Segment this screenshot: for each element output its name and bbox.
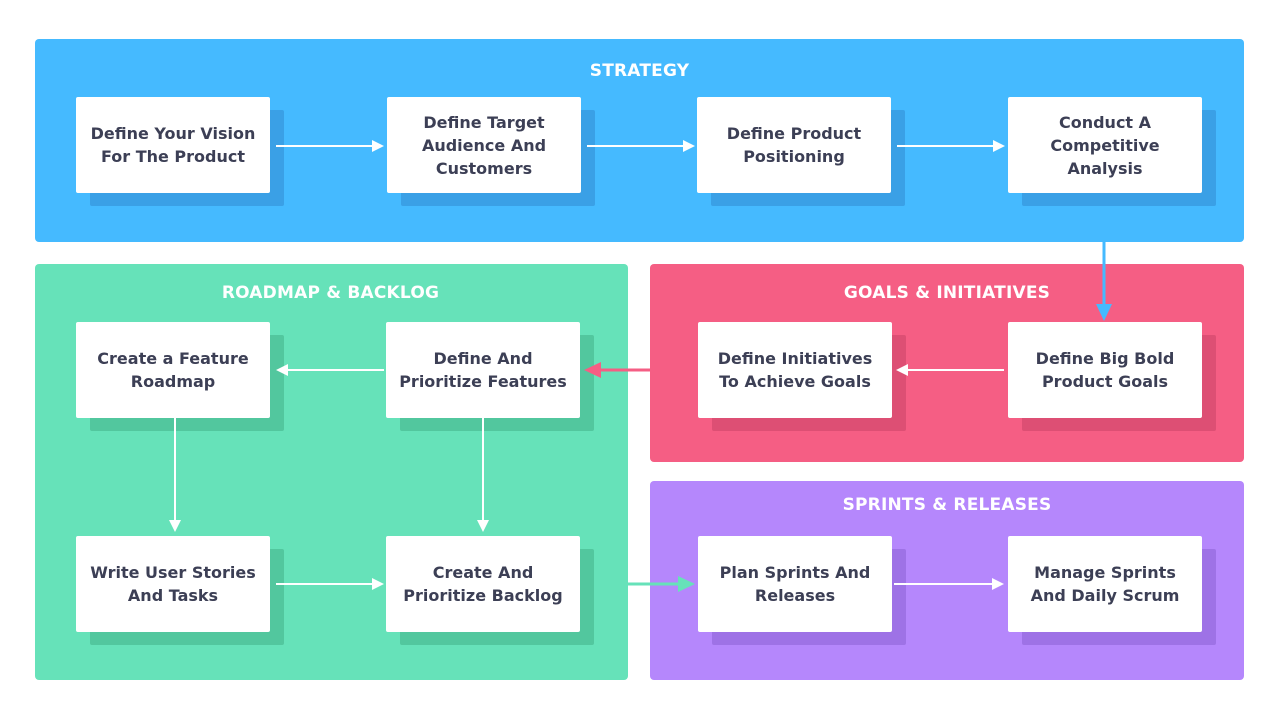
- arrowhead: [993, 140, 1005, 152]
- arrowhead: [372, 578, 384, 590]
- roadmap-backlog-title: ROADMAP & BACKLOG: [221, 283, 440, 303]
- arrowhead: [992, 578, 1004, 590]
- arrowhead: [896, 364, 908, 376]
- card-create-prioritize-backlog[interactable]: Create And Prioritize Backlog: [386, 536, 580, 632]
- card-define-vision[interactable]: Define Your Vision For The Product: [76, 97, 270, 193]
- strategy-arrows: [276, 140, 1005, 152]
- card-plan-sprints[interactable]: Plan Sprints And Releases: [698, 536, 892, 632]
- card-define-prioritize-features[interactable]: Define And Prioritize Features: [386, 322, 580, 418]
- sprints-arrows: [894, 578, 1004, 590]
- card-create-feature-roadmap[interactable]: Create a Feature Roadmap: [76, 322, 270, 418]
- arrowhead: [683, 140, 695, 152]
- card-define-product-positioning[interactable]: Define Product Positioning: [697, 97, 891, 193]
- card-define-initiatives[interactable]: Define Initiatives To Achieve Goals: [698, 322, 892, 418]
- card-competitive-analysis[interactable]: Conduct A Competitive Analysis: [1008, 97, 1202, 193]
- card-define-target-audience[interactable]: Define Target Audience And Customers: [387, 97, 581, 193]
- card-define-product-goals[interactable]: Define Big Bold Product Goals: [1008, 322, 1202, 418]
- arrowhead: [169, 520, 181, 532]
- sprints-releases-title: SPRINTS & RELEASES: [842, 495, 1052, 515]
- strategy-to-goals-arrow: [1096, 242, 1112, 321]
- arrowhead: [372, 140, 384, 152]
- card-write-user-stories[interactable]: Write User Stories And Tasks: [76, 536, 270, 632]
- goals-to-roadmap-arrow: [584, 362, 650, 378]
- arrowhead: [477, 520, 489, 532]
- arrowhead: [678, 576, 695, 592]
- roadmap-arrows: [169, 364, 489, 590]
- arrowhead: [1096, 304, 1112, 321]
- roadmap-to-sprints-arrow: [628, 576, 695, 592]
- goals-arrows: [896, 364, 1004, 376]
- goals-initiatives-title: GOALS & INITIATIVES: [843, 283, 1051, 303]
- strategy-title: STRATEGY: [589, 61, 690, 81]
- arrowhead: [276, 364, 288, 376]
- arrowhead: [584, 362, 601, 378]
- card-manage-sprints[interactable]: Manage Sprints And Daily Scrum: [1008, 536, 1202, 632]
